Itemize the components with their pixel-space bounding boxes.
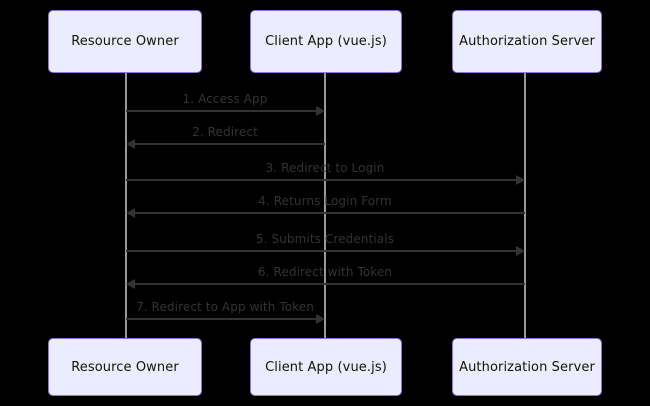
- participant-label-authorization-server: Authorization Server: [459, 34, 595, 49]
- lifeline-resource-owner: [125, 73, 127, 338]
- message-line-7: [126, 318, 317, 320]
- participant-box-top-resource-owner[interactable]: Resource Owner: [48, 10, 202, 73]
- lifeline-authorization-server: [524, 73, 526, 338]
- arrowhead-left-icon-4: [126, 208, 135, 218]
- participant-label-bottom-resource-owner: Resource Owner: [71, 359, 179, 375]
- arrowhead-right-icon-3: [516, 175, 525, 185]
- participant-box-bottom-authorization-server[interactable]: Authorization Server: [452, 338, 602, 396]
- participant-label-bottom-authorization-server: Authorization Server: [459, 359, 595, 375]
- message-line-6: [135, 283, 525, 285]
- arrowhead-left-icon-6: [126, 279, 135, 289]
- message-label-7: 7. Redirect to App with Token: [135, 300, 315, 314]
- participant-label-resource-owner: Resource Owner: [71, 34, 179, 49]
- participant-box-bottom-resource-owner[interactable]: Resource Owner: [48, 338, 202, 396]
- arrowhead-right-icon-1: [316, 106, 325, 116]
- arrowhead-right-icon-7: [316, 314, 325, 324]
- message-line-4: [135, 212, 525, 214]
- message-label-6: 6. Redirect with Token: [257, 265, 393, 279]
- message-label-4: 4. Returns Login Form: [258, 194, 392, 208]
- message-label-5: 5. Submits Credentials: [255, 232, 395, 246]
- message-label-2: 2. Redirect: [192, 125, 258, 139]
- message-line-5: [126, 250, 516, 252]
- participant-box-bottom-client-app[interactable]: Client App (vue.js): [250, 338, 402, 396]
- participant-box-top-client-app[interactable]: Client App (vue.js): [250, 10, 402, 73]
- participant-label-bottom-client-app: Client App (vue.js): [265, 359, 387, 375]
- arrowhead-right-icon-5: [516, 246, 525, 256]
- message-line-2: [135, 143, 325, 145]
- arrowhead-left-icon-2: [126, 139, 135, 149]
- participant-label-client-app: Client App (vue.js): [265, 34, 387, 49]
- message-label-1: 1. Access App: [182, 92, 268, 106]
- message-line-1: [126, 110, 317, 112]
- message-label-3: 3. Redirect to Login: [265, 161, 385, 175]
- participant-box-top-authorization-server[interactable]: Authorization Server: [452, 10, 602, 73]
- lifeline-client-app: [324, 73, 326, 338]
- message-line-3: [126, 179, 516, 181]
